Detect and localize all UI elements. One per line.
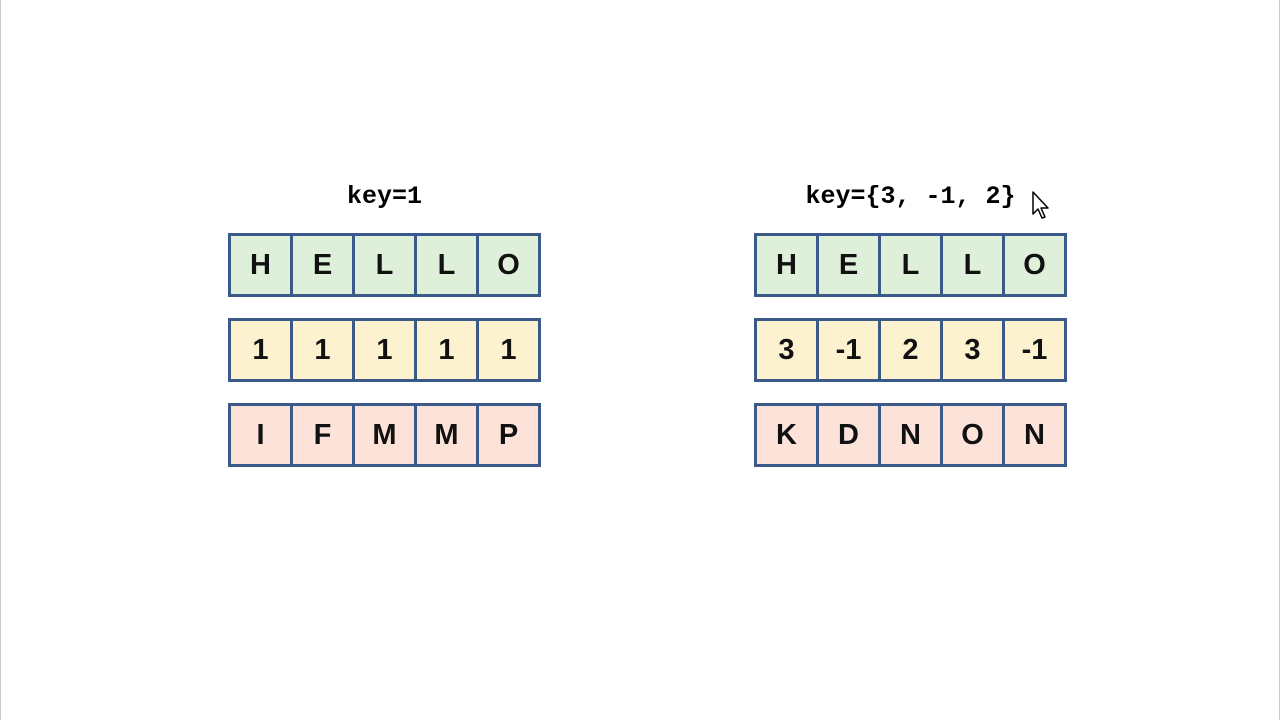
shift-cell: 2: [878, 321, 940, 379]
ciphertext-cell: F: [290, 406, 352, 464]
shift-cell: 1: [231, 321, 290, 379]
plaintext-row: H E L L O: [754, 233, 1067, 297]
ciphertext-cell: M: [414, 406, 476, 464]
ciphertext-row: K D N O N: [754, 403, 1067, 467]
caesar-cipher-panel: key=1 H E L L O 1 1 1 1 1 I F M M P: [228, 182, 541, 467]
plaintext-cell: H: [757, 236, 816, 294]
shift-cell: 3: [757, 321, 816, 379]
key-label: key={3, -1, 2}: [805, 182, 1016, 211]
plaintext-cell: O: [476, 236, 538, 294]
key-label: key=1: [346, 182, 422, 211]
ciphertext-cell: I: [231, 406, 290, 464]
ciphertext-cell: N: [1002, 406, 1064, 464]
ciphertext-cell: D: [816, 406, 878, 464]
ciphertext-cell: K: [757, 406, 816, 464]
shift-cell: -1: [1002, 321, 1064, 379]
vigenere-cipher-panel: key={3, -1, 2} H E L L O 3 -1 2 3 -1 K D…: [754, 182, 1067, 467]
shift-cell: 1: [290, 321, 352, 379]
ciphertext-cell: P: [476, 406, 538, 464]
shift-cell: -1: [816, 321, 878, 379]
mouse-pointer-icon: [1032, 191, 1049, 219]
plaintext-cell: L: [352, 236, 414, 294]
plaintext-cell: H: [231, 236, 290, 294]
plaintext-cell: E: [290, 236, 352, 294]
shift-cell: 1: [352, 321, 414, 379]
plaintext-cell: E: [816, 236, 878, 294]
ciphertext-cell: O: [940, 406, 1002, 464]
shift-row: 1 1 1 1 1: [228, 318, 541, 382]
plaintext-row: H E L L O: [228, 233, 541, 297]
ciphertext-cell: M: [352, 406, 414, 464]
ciphertext-row: I F M M P: [228, 403, 541, 467]
shift-cell: 3: [940, 321, 1002, 379]
shift-row: 3 -1 2 3 -1: [754, 318, 1067, 382]
plaintext-cell: L: [878, 236, 940, 294]
plaintext-cell: L: [414, 236, 476, 294]
shift-cell: 1: [414, 321, 476, 379]
plaintext-cell: O: [1002, 236, 1064, 294]
ciphertext-cell: N: [878, 406, 940, 464]
shift-cell: 1: [476, 321, 538, 379]
plaintext-cell: L: [940, 236, 1002, 294]
